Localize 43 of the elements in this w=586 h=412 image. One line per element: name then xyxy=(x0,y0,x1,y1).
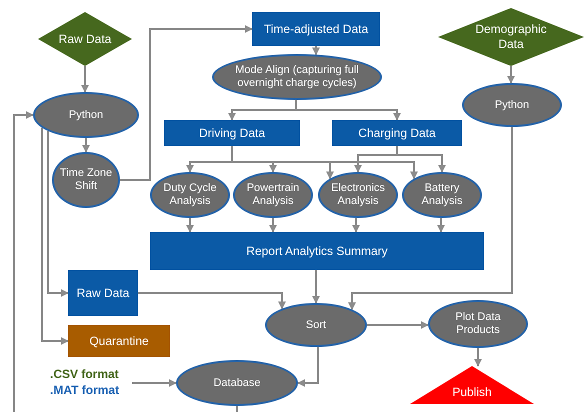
process-ellipse: Python xyxy=(462,83,562,127)
arrow xyxy=(396,146,446,173)
arrow xyxy=(47,131,69,297)
process-box: Time-adjusted Data xyxy=(252,12,380,46)
arrow xyxy=(120,25,253,181)
process-ellipse: Time Zone Shift xyxy=(52,152,120,208)
process-box: Report Analytics Summary xyxy=(150,232,484,270)
process-box: Charging Data xyxy=(332,120,462,146)
process-ellipse: Powertrain Analysis xyxy=(233,172,313,218)
arrow xyxy=(269,218,277,233)
arrow xyxy=(82,138,90,153)
quarantine-box: Quarantine xyxy=(68,325,170,357)
arrow xyxy=(348,127,513,310)
arrow xyxy=(132,379,177,387)
arrow xyxy=(41,128,69,345)
node-label: Demographic Data xyxy=(474,22,548,52)
process-ellipse: Battery Analysis xyxy=(402,172,482,218)
arrow xyxy=(312,270,320,304)
node-label: Publish xyxy=(452,384,492,400)
arrow xyxy=(437,218,445,233)
process-box: Raw Data xyxy=(68,270,138,316)
arrow xyxy=(352,218,360,233)
arrow xyxy=(138,292,286,310)
arrow xyxy=(186,218,194,233)
arrow xyxy=(231,146,418,180)
process-ellipse: Plot Data Products xyxy=(428,300,528,348)
process-ellipse: Database xyxy=(176,360,298,406)
arrow xyxy=(507,66,515,84)
process-ellipse: Sort xyxy=(265,303,367,347)
process-box: Driving Data xyxy=(164,120,300,146)
arrow xyxy=(474,348,482,367)
format-label: .MAT format xyxy=(50,382,120,398)
process-ellipse: Python xyxy=(33,92,139,138)
format-label: .CSV format xyxy=(50,366,119,382)
arrow xyxy=(367,321,429,329)
process-ellipse: Duty Cycle Analysis xyxy=(150,172,230,218)
process-ellipse: Electronics Analysis xyxy=(318,172,398,218)
process-ellipse: Mode Align (capturing full overnight charge cycles) xyxy=(212,54,382,100)
arrow xyxy=(81,66,89,93)
arrow xyxy=(13,111,34,412)
arrow xyxy=(297,346,319,387)
arrow xyxy=(312,46,320,56)
node-label: Raw Data xyxy=(58,32,112,46)
